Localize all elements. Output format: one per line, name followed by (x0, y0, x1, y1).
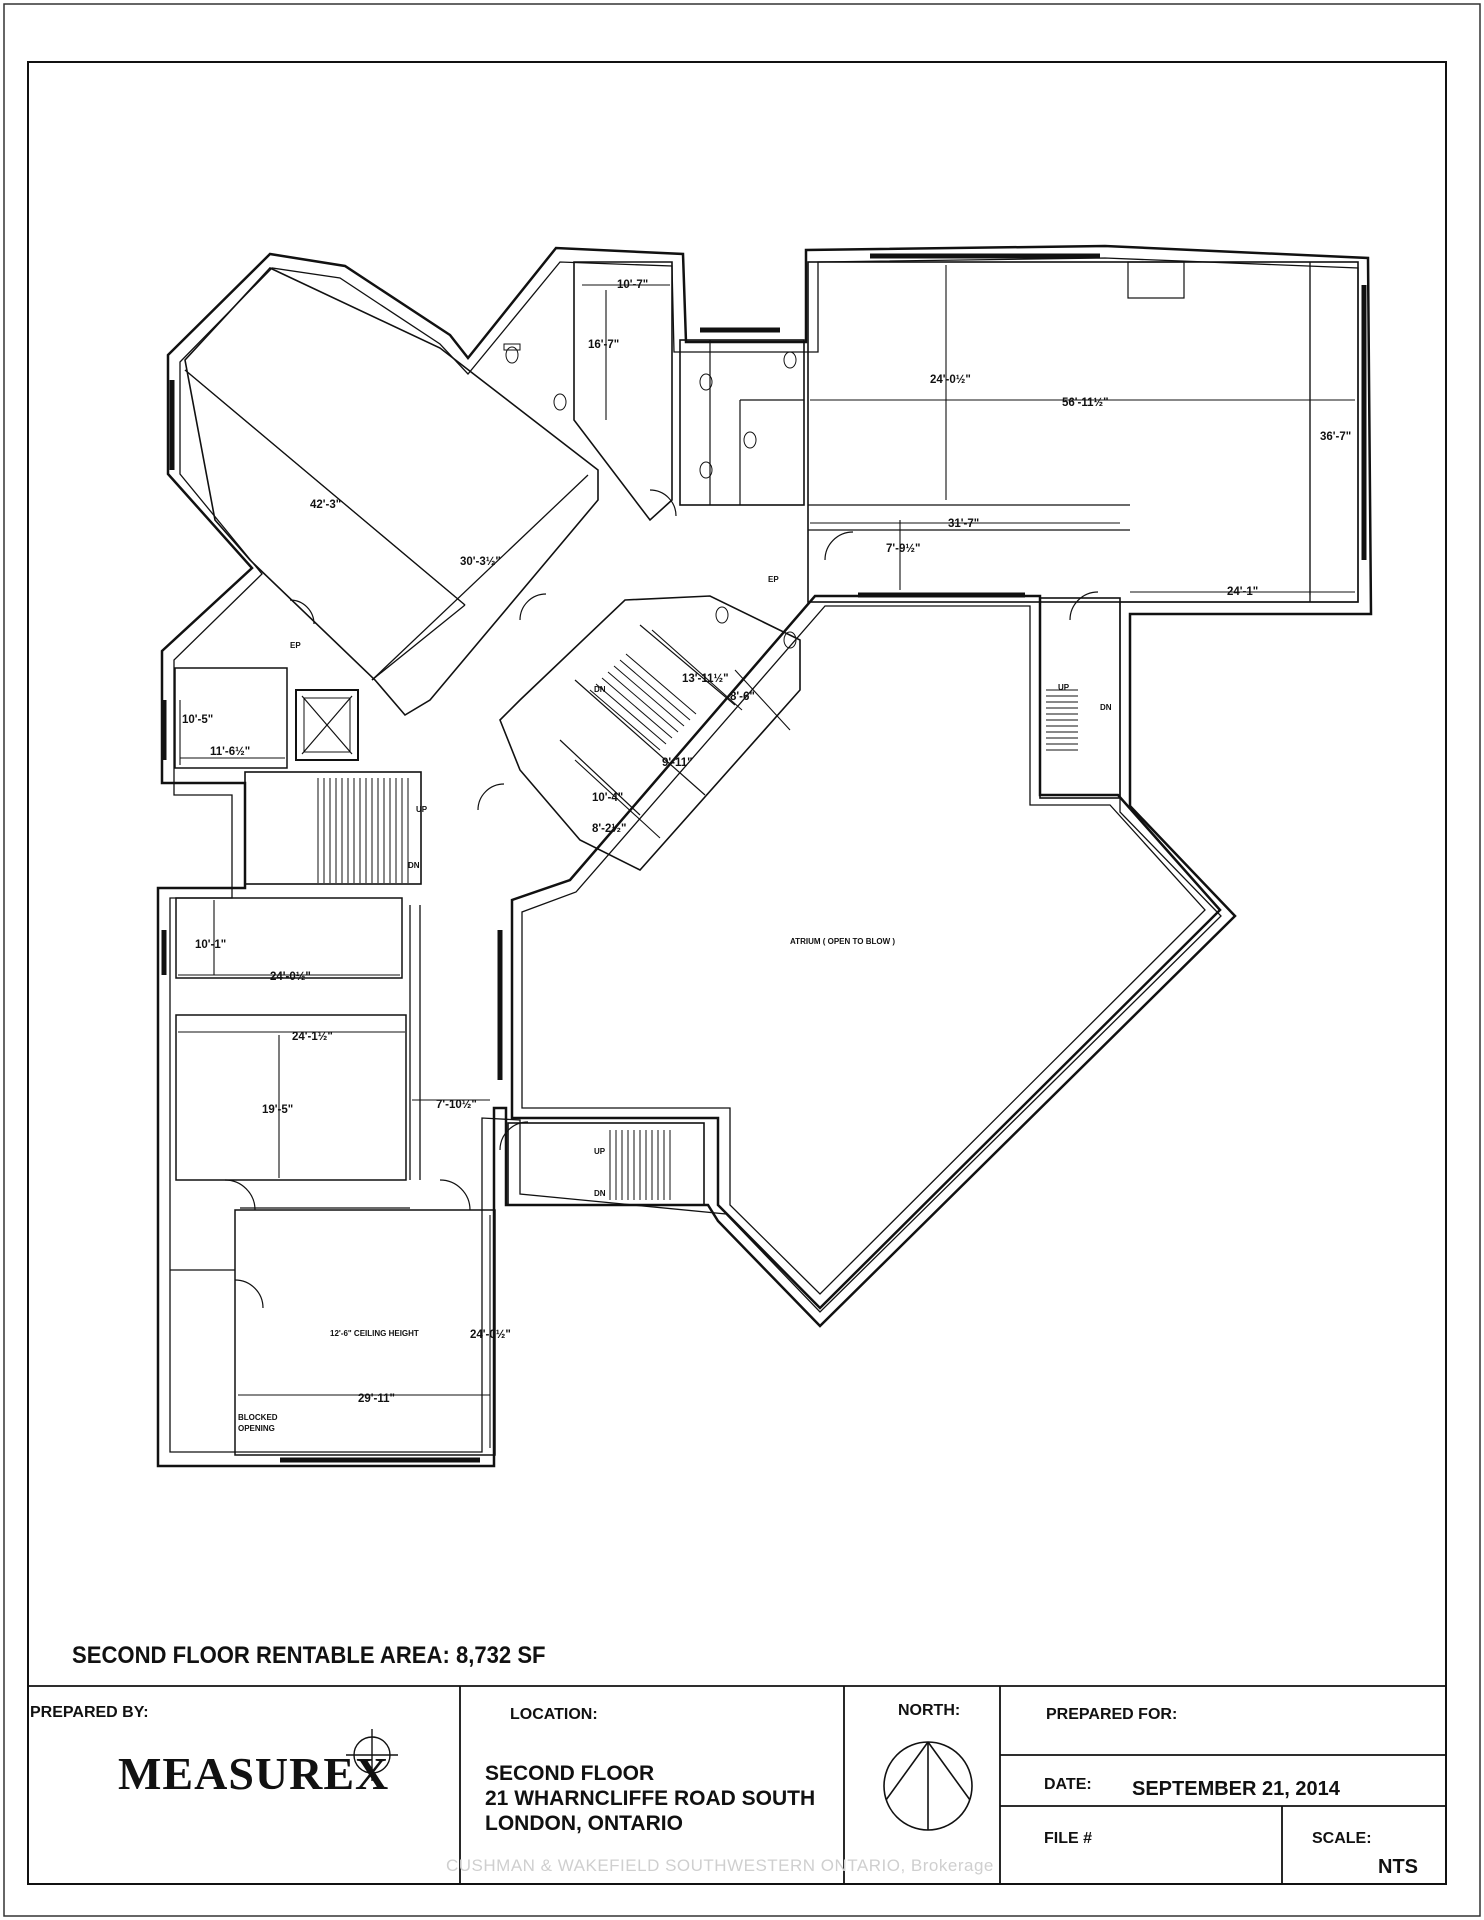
blocked-opening-label: BLOCKED (238, 1413, 278, 1422)
dim-label: 24'-1½" (292, 1031, 333, 1043)
dim-label: 29'-11" (358, 1393, 395, 1405)
location-address: SECOND FLOOR 21 WHARNCLIFFE ROAD SOUTH L… (485, 1761, 815, 1836)
room-ne-large (807, 261, 1359, 603)
plan-walls (156, 244, 1373, 1468)
location-label: LOCATION: (510, 1706, 598, 1723)
outer-border (3, 3, 1481, 1917)
rentable-area-text: SECOND FLOOR RENTABLE AREA: 8,732 SF (72, 1642, 546, 1669)
stair-south (507, 1122, 705, 1206)
dim-label: 10'-1" (195, 939, 226, 951)
room-sw-c (234, 1209, 496, 1456)
dim-label: 8'-2½" (592, 823, 626, 835)
dim-label: 9'-11" (662, 757, 693, 769)
exterior-wall (156, 244, 1373, 1468)
central-stair-block (499, 595, 801, 871)
dim-label: 7'-9½" (886, 543, 920, 555)
dim-label: 30'-3½" (460, 556, 501, 568)
up-label: UP (1058, 683, 1070, 692)
prepared-for-label: PREPARED FOR: (1046, 1706, 1178, 1723)
dn-label: DN (594, 1189, 606, 1198)
stair-room-east (1039, 597, 1121, 799)
room-sw-a (175, 897, 403, 979)
title-block-lines (28, 1685, 1446, 1884)
ep-label: EP (290, 641, 301, 650)
dim-label: 24'-0½" (270, 971, 311, 983)
dim-label: 8'-6" (730, 691, 755, 703)
scale-label: SCALE: (1312, 1830, 1372, 1847)
room-west-small (174, 667, 288, 769)
dim-label: 11'-6½" (210, 746, 250, 758)
dim-label: 24'-0½" (930, 374, 971, 386)
dim-label: 10'-4" (592, 792, 623, 804)
atrium-boundary-inner (521, 605, 1206, 1295)
dim-label: 56'-11½" (1062, 397, 1109, 409)
dim-label: 42'-3" (310, 499, 341, 511)
dim-label: 7'-10½" (436, 1099, 477, 1111)
dimension-labels: 10'-7" 16'-7" 42'-3" 30'-3½" 24'-0½" 56'… (182, 279, 1351, 1405)
exterior-wall-inner (169, 257, 1359, 1453)
measurex-logo: MEASUREX (118, 1748, 390, 1799)
stair-west (244, 771, 422, 885)
dim-label: 13'-11½" (682, 673, 729, 685)
room-sw-b (175, 1014, 407, 1181)
logo-crosshair (346, 1729, 398, 1781)
fixtures (503, 343, 797, 649)
dim-label: 16'-7" (588, 339, 619, 351)
scale-value: NTS (1378, 1856, 1418, 1878)
up-label: UP (594, 1147, 606, 1156)
dn-label: DN (408, 861, 420, 870)
dim-label: 10'-7" (617, 279, 648, 291)
dimension-lines (178, 265, 1355, 1448)
atrium-label: ATRIUM ( OPEN TO BLOW ) (790, 937, 895, 946)
watermark-text: CUSHMAN & WAKEFIELD SOUTHWESTERN ONTARIO… (446, 1856, 994, 1875)
north-label: NORTH: (898, 1702, 961, 1719)
north-arrow (883, 1741, 973, 1831)
prepared-by-label: PREPARED BY: (30, 1704, 149, 1721)
ep-label: EP (768, 575, 779, 584)
date-label: DATE: (1044, 1776, 1092, 1793)
blocked-opening-label: OPENING (238, 1424, 275, 1433)
date-value: SEPTEMBER 21, 2014 (1132, 1778, 1340, 1800)
windows (161, 253, 1367, 1463)
stair-treads (317, 653, 1078, 1200)
plan-labels: ATRIUM ( OPEN TO BLOW ) 12'-6" CEILING H… (238, 575, 1112, 1433)
dn-label: DN (594, 685, 606, 694)
room-nw-diagonal (184, 267, 599, 717)
room-north-small (573, 261, 673, 522)
washroom-core (679, 339, 805, 506)
address-line: SECOND FLOOR (485, 1762, 655, 1785)
dim-label: 31'-7" (948, 518, 979, 530)
address-line: LONDON, ONTARIO (485, 1812, 683, 1835)
doors (224, 489, 1099, 1309)
up-label: UP (416, 805, 428, 814)
elevator-shaft (295, 689, 359, 761)
address-line: 21 WHARNCLIFFE ROAD SOUTH (485, 1787, 816, 1810)
ceiling-height-label: 12'-6" CEILING HEIGHT (330, 1329, 419, 1338)
dim-label: 24'-1" (1227, 586, 1258, 598)
dim-label: 19'-5" (262, 1104, 293, 1116)
dim-label: 24'-0½" (470, 1329, 511, 1341)
file-number-label: FILE # (1044, 1830, 1093, 1847)
dn-label: DN (1100, 703, 1112, 712)
drawing-border (27, 61, 1447, 1885)
dim-label: 10'-5" (182, 714, 213, 726)
dim-label: 36'-7" (1320, 431, 1351, 443)
